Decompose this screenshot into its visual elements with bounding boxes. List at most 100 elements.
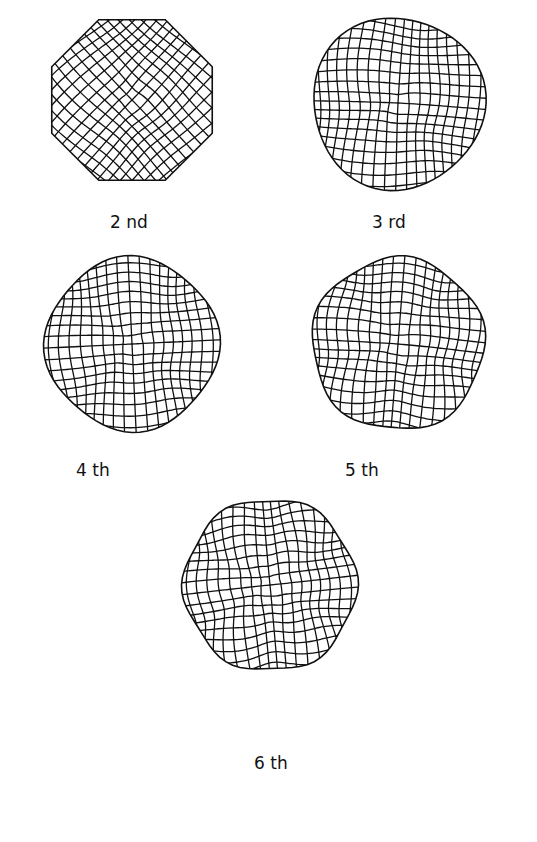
mesh-line — [302, 357, 492, 373]
mesh-line — [439, 253, 455, 451]
mesh-line — [301, 70, 504, 77]
mesh-line — [184, 247, 198, 438]
mesh-line — [0, 0, 138, 108]
mesh-line — [139, 242, 149, 448]
mesh-line — [178, 661, 378, 684]
mesh-line — [341, 477, 363, 676]
mesh-line — [416, 12, 422, 205]
mesh-line — [127, 242, 137, 449]
mesh-line — [194, 247, 207, 437]
mesh-line — [297, 482, 321, 685]
mesh-line — [398, 244, 417, 441]
mesh-plot — [163, 477, 380, 695]
mesh-line — [175, 597, 374, 617]
mesh-line — [172, 586, 375, 608]
mesh-line — [310, 0, 323, 197]
mesh-line — [288, 435, 494, 453]
mesh-line — [293, 402, 494, 421]
mesh-line — [299, 28, 500, 39]
mesh-line — [288, 239, 312, 435]
mesh-line — [36, 379, 233, 392]
mesh-line — [312, 239, 501, 254]
mesh-line — [302, 134, 493, 150]
mesh-line — [299, 38, 502, 47]
plate-outline — [52, 20, 212, 180]
plate-outline — [44, 256, 221, 433]
mesh-line — [34, 370, 234, 381]
mesh-line — [29, 255, 41, 445]
mesh-line — [302, 365, 492, 381]
mesh-line — [94, 247, 105, 446]
mesh-line — [360, 478, 380, 672]
mesh-line — [462, 255, 473, 453]
mesh-line — [163, 477, 362, 501]
mesh-line — [16, 69, 157, 209]
mesh-line — [48, 16, 182, 160]
mesh-line — [329, 246, 348, 442]
mesh-line — [489, 7, 504, 204]
mesh-line — [302, 0, 499, 12]
mesh-line — [318, 245, 339, 441]
mode-label: 2 nd — [110, 214, 148, 231]
mesh-line — [299, 329, 500, 345]
mesh-line — [290, 413, 494, 432]
mesh-line — [301, 0, 313, 196]
mesh-line — [491, 254, 504, 452]
mesh-line — [82, 17, 217, 161]
mesh-line — [303, 92, 503, 100]
mesh-line — [292, 0, 305, 194]
mesh-line — [33, 242, 222, 255]
mesh-line — [160, 244, 171, 444]
mesh-line — [24, 61, 163, 202]
mesh-line — [304, 101, 502, 111]
mesh-line — [57, 22, 191, 168]
mesh-line — [213, 245, 225, 436]
mesh-line — [30, 327, 236, 337]
mesh-line — [105, 245, 115, 448]
mesh-line — [396, 9, 406, 207]
plate-outline — [181, 501, 358, 669]
mesh-line — [296, 163, 490, 177]
mesh-line — [363, 245, 374, 441]
mesh-plot — [0, 0, 279, 235]
mesh-line — [302, 81, 504, 88]
mesh-line — [95, 6, 234, 147]
mesh-line — [29, 339, 236, 349]
mode-label: 6 th — [254, 755, 288, 772]
mesh-line — [1, 84, 144, 221]
mesh-line — [120, 0, 265, 116]
mesh-line — [304, 109, 499, 121]
mesh-line — [390, 242, 406, 439]
mesh-line — [39, 255, 51, 444]
mesh-line — [303, 126, 495, 142]
mesh-line — [351, 477, 372, 673]
mesh-line — [406, 11, 413, 206]
mode-label: 5 th — [345, 462, 379, 479]
mesh-line — [41, 436, 233, 449]
mesh-line — [277, 489, 297, 684]
mesh-line — [384, 7, 396, 207]
mesh-line — [203, 246, 215, 436]
mode-label: 3 rd — [372, 214, 406, 231]
mesh-line — [58, 254, 69, 442]
mesh-line — [41, 417, 232, 428]
mesh-line — [424, 12, 430, 204]
mesh-line — [32, 306, 231, 316]
mesh-line — [116, 243, 125, 449]
mesh-line — [189, 494, 208, 694]
mesh-line — [299, 318, 503, 334]
mesh-line — [163, 501, 181, 693]
mesh-line — [9, 77, 151, 215]
mesh-line — [102, 1, 243, 140]
mesh-line — [171, 499, 189, 694]
mesh-line — [132, 100, 279, 235]
mesh-line — [304, 118, 497, 132]
mesh-line — [269, 491, 287, 682]
mesh-line — [319, 0, 333, 199]
mesh-line — [107, 68, 249, 208]
mesh-line — [179, 642, 373, 663]
mesh-line — [461, 8, 469, 201]
mesh-plot — [288, 239, 504, 453]
mesh-line — [32, 362, 236, 372]
mesh-line — [31, 316, 234, 326]
